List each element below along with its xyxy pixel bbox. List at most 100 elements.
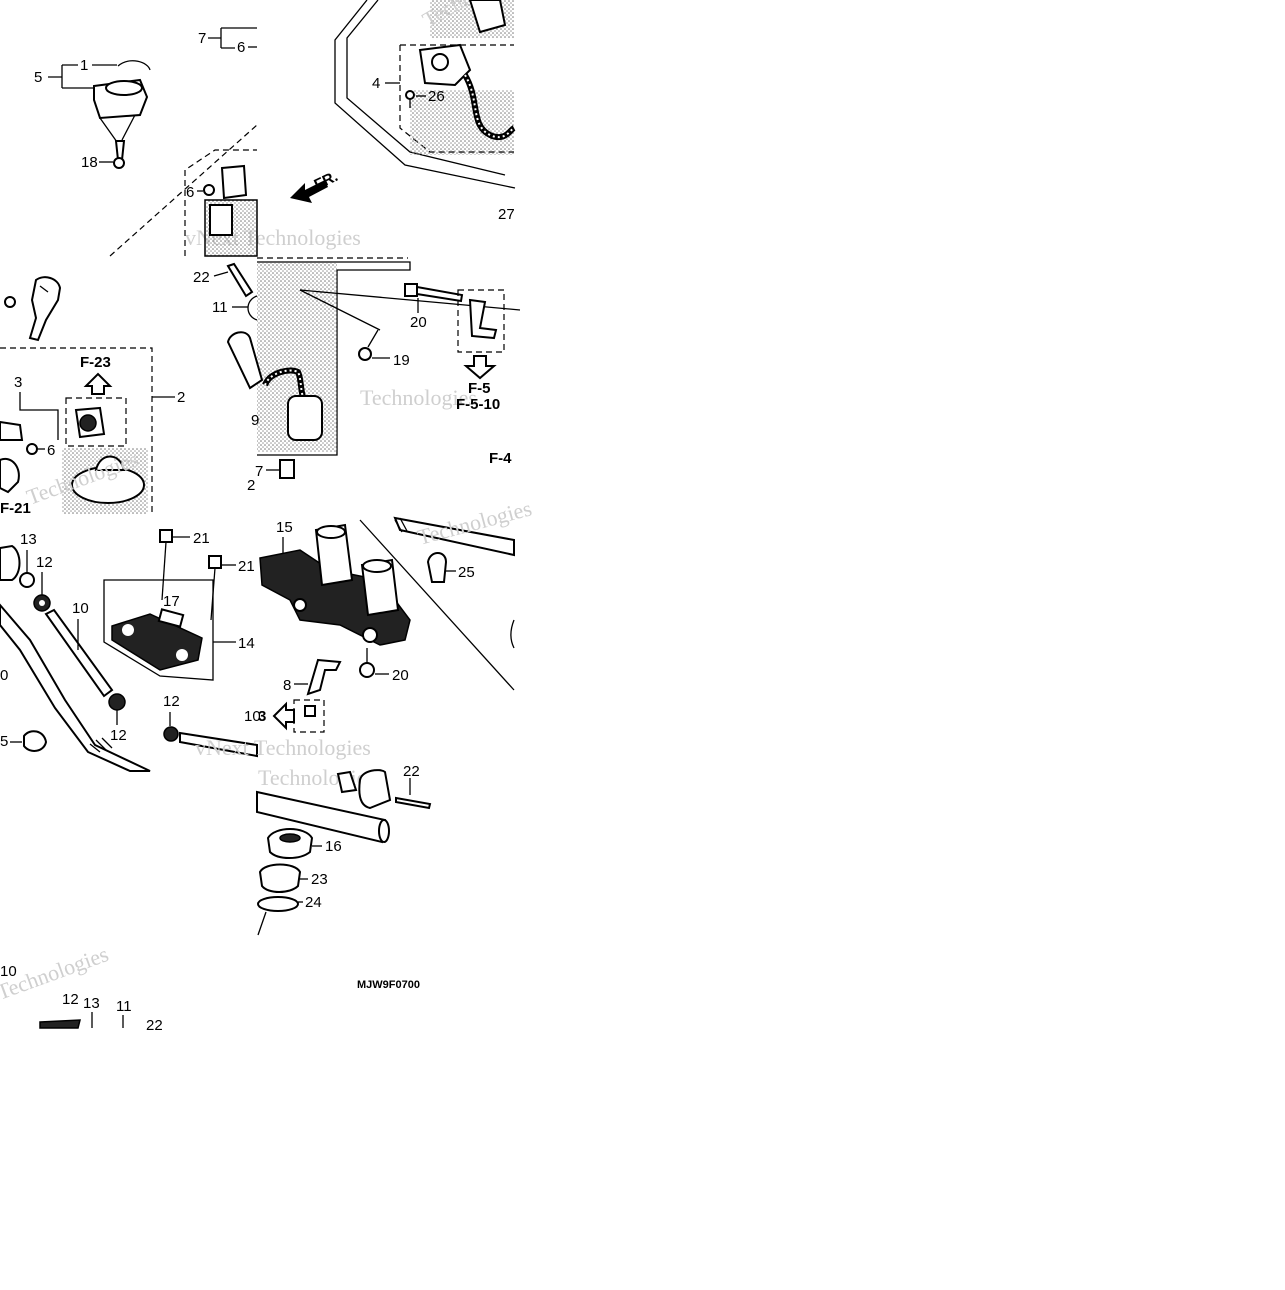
callout-20b: 20 xyxy=(392,667,409,684)
nut-16 xyxy=(266,828,314,859)
callout-16: 16 xyxy=(325,838,342,855)
grip-knurl xyxy=(89,737,113,753)
callout-10b: 10 xyxy=(244,708,261,725)
callout-17: 17 xyxy=(163,593,180,610)
harness-pattern xyxy=(264,369,306,401)
handlebar-weight-right xyxy=(358,769,392,810)
callout-5b: 5 xyxy=(0,733,8,750)
callout-23: 23 xyxy=(311,871,328,888)
callout-5: 5 xyxy=(34,69,42,86)
part-edge xyxy=(39,1019,81,1029)
harness-pattern xyxy=(464,74,515,139)
handlebar xyxy=(0,603,151,772)
dashed-box xyxy=(293,699,325,733)
riser-top xyxy=(316,525,346,539)
callout-1: 1 xyxy=(80,57,88,74)
callout-11: 11 xyxy=(212,299,228,316)
callout-19: 19 xyxy=(393,352,410,369)
clip xyxy=(336,770,358,794)
bolt-head xyxy=(404,283,418,297)
connector-top xyxy=(468,0,507,34)
tile-lower-parts: Technologies 22 16 23 24 MJW9F0700 xyxy=(256,763,432,991)
bridge-hole xyxy=(362,627,378,643)
handlebar-weight xyxy=(0,544,21,581)
watermark-7: Technologies xyxy=(258,765,375,790)
snap-ring xyxy=(117,60,151,71)
washer-24 xyxy=(257,896,299,912)
dashed-box xyxy=(65,397,127,447)
callout-21b: 21 xyxy=(238,558,255,575)
leader xyxy=(208,27,257,49)
callout-3: 3 xyxy=(14,374,22,391)
callout-8: 8 xyxy=(283,677,291,694)
key-blade xyxy=(0,420,24,441)
direction-label: FR. xyxy=(312,168,341,194)
riser-top xyxy=(362,559,392,573)
bracket-8 xyxy=(306,658,342,696)
bolt-20 xyxy=(416,285,464,303)
callout-20: 20 xyxy=(410,314,427,331)
diagram-code: MJW9F0700 xyxy=(357,979,420,991)
callout-12b: 12 xyxy=(110,727,127,744)
callout-12: 12 xyxy=(36,554,53,571)
rod-10 xyxy=(44,608,114,698)
tube-11 xyxy=(226,331,264,390)
callout-9: 9 xyxy=(251,412,259,429)
boundary-line xyxy=(109,124,258,257)
tile-meter-switch: Technologies 4 26 FR. 27 xyxy=(290,0,532,223)
callout-12d: 12 xyxy=(62,991,79,1008)
rod-10b xyxy=(179,731,258,758)
callout-6b: 6 xyxy=(186,184,194,201)
washer xyxy=(203,184,215,196)
callout-25: 25 xyxy=(458,564,475,581)
bolt-small xyxy=(304,705,316,717)
callout-21: 21 xyxy=(193,530,210,547)
callout-22b: 22 xyxy=(403,763,420,780)
ref-f21: F-21 xyxy=(0,500,31,517)
washer xyxy=(26,443,38,455)
outline xyxy=(257,261,411,456)
down-arrow-icon xyxy=(463,355,497,380)
part-edge xyxy=(510,619,515,649)
leader-line xyxy=(359,519,515,691)
front-direction-arrow: FR. xyxy=(290,168,341,203)
left-arrow-icon xyxy=(272,701,295,731)
lock-cylinder-top xyxy=(105,80,143,96)
bolt-20b xyxy=(359,662,375,678)
callout-10: 10 xyxy=(72,600,89,617)
callout-11b: 11 xyxy=(116,998,132,1015)
switch-detail xyxy=(209,204,233,236)
nut-23 xyxy=(258,863,302,893)
callout-18: 18 xyxy=(81,154,98,171)
outline xyxy=(346,0,506,176)
screw-22b xyxy=(395,796,432,810)
stippled-area xyxy=(410,90,514,155)
fuel-cap-knob xyxy=(94,455,126,471)
screw-shank xyxy=(367,329,379,348)
key-slot xyxy=(39,285,49,293)
bracket-edge xyxy=(247,295,258,321)
callout-7b: 7 xyxy=(255,463,263,480)
upper-holder xyxy=(111,613,203,671)
screw-19 xyxy=(358,347,372,361)
nut-16-hole xyxy=(279,833,301,843)
grip-knurl xyxy=(394,517,408,533)
watermark-5: vNext Technologies xyxy=(195,735,371,760)
callout-6: 6 xyxy=(237,39,245,56)
tile-bottom-left: 10 Technologies 12 13 11 22 xyxy=(0,941,163,1034)
callout-22: 22 xyxy=(193,269,210,286)
dashed-box xyxy=(457,289,505,353)
screw-22 xyxy=(226,262,254,298)
outline xyxy=(334,0,516,189)
callout-7: 7 xyxy=(198,30,206,47)
ref-3: 3 xyxy=(258,708,266,725)
bolt-21 xyxy=(161,541,167,601)
holder-outline xyxy=(103,579,214,681)
bolt-21b-head xyxy=(208,555,222,569)
callout-26: 26 xyxy=(428,88,445,105)
clamp xyxy=(468,298,498,340)
tile-wiring: Technologies 19 9 20 F-5 F-5-10 F-4 7 2 … xyxy=(193,257,521,494)
tile-ignition-parts: vNext Technologies 1 5 18 7 6 6 xyxy=(34,27,361,257)
leader-line xyxy=(299,289,381,331)
callout-10c: 10 xyxy=(0,963,17,980)
